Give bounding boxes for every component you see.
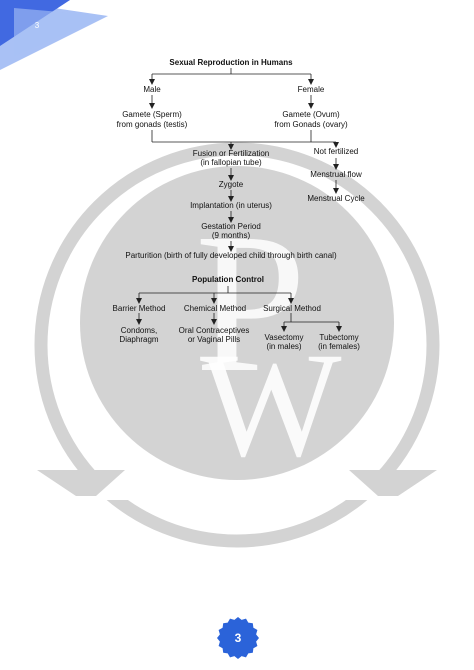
female-gamete-line1: Gamete (Ovum) (282, 110, 340, 119)
tubectomy-line1: Tubectomy (319, 333, 359, 342)
gestation-line1: Gestation Period (201, 222, 261, 231)
header-page-number: 3 (34, 21, 40, 30)
not-fertilized-label: Not fertilized (313, 147, 359, 156)
vasectomy-line1: Vasectomy (264, 333, 304, 342)
svg-text:W: W (200, 322, 342, 488)
barrier-example-line2: Diaphragm (119, 335, 159, 344)
female-label: Female (297, 85, 325, 94)
barrier-method-label: Barrier Method (112, 304, 166, 313)
chemical-example-line1: Oral Contraceptives (178, 326, 250, 335)
footer-page-number: 3 (234, 631, 242, 645)
reproduction-title: Sexual Reproduction in Humans (169, 58, 293, 67)
fusion-line1: Fusion or Fertilization (192, 149, 270, 158)
male-gamete-line1: Gamete (Sperm) (122, 110, 182, 119)
tubectomy-line2: (in females) (318, 342, 360, 351)
menstrual-flow-label: Menstrual flow (310, 170, 362, 179)
menstrual-cycle-label: Menstrual Cycle (307, 194, 365, 203)
male-gamete-line2: from gonads (testis) (116, 120, 188, 129)
zygote-label: Zygote (218, 180, 244, 189)
parturition-label: Parturition (birth of fully developed ch… (125, 251, 337, 260)
fusion-line2: (in fallopian tube) (200, 158, 262, 167)
female-gamete-line2: from Gonads (ovary) (274, 120, 348, 129)
chemical-method-label: Chemical Method (183, 304, 247, 313)
barrier-example-line1: Condoms, (120, 326, 158, 335)
chemical-example-line2: or Vaginal Pills (187, 335, 241, 344)
gestation-line2: (9 months) (211, 231, 251, 240)
vasectomy-line2: (in males) (266, 342, 302, 351)
surgical-method-label: Surgical Method (263, 304, 321, 313)
population-title: Population Control (192, 275, 264, 284)
male-label: Male (143, 85, 161, 94)
implantation-label: Implantation (in uterus) (190, 201, 272, 210)
